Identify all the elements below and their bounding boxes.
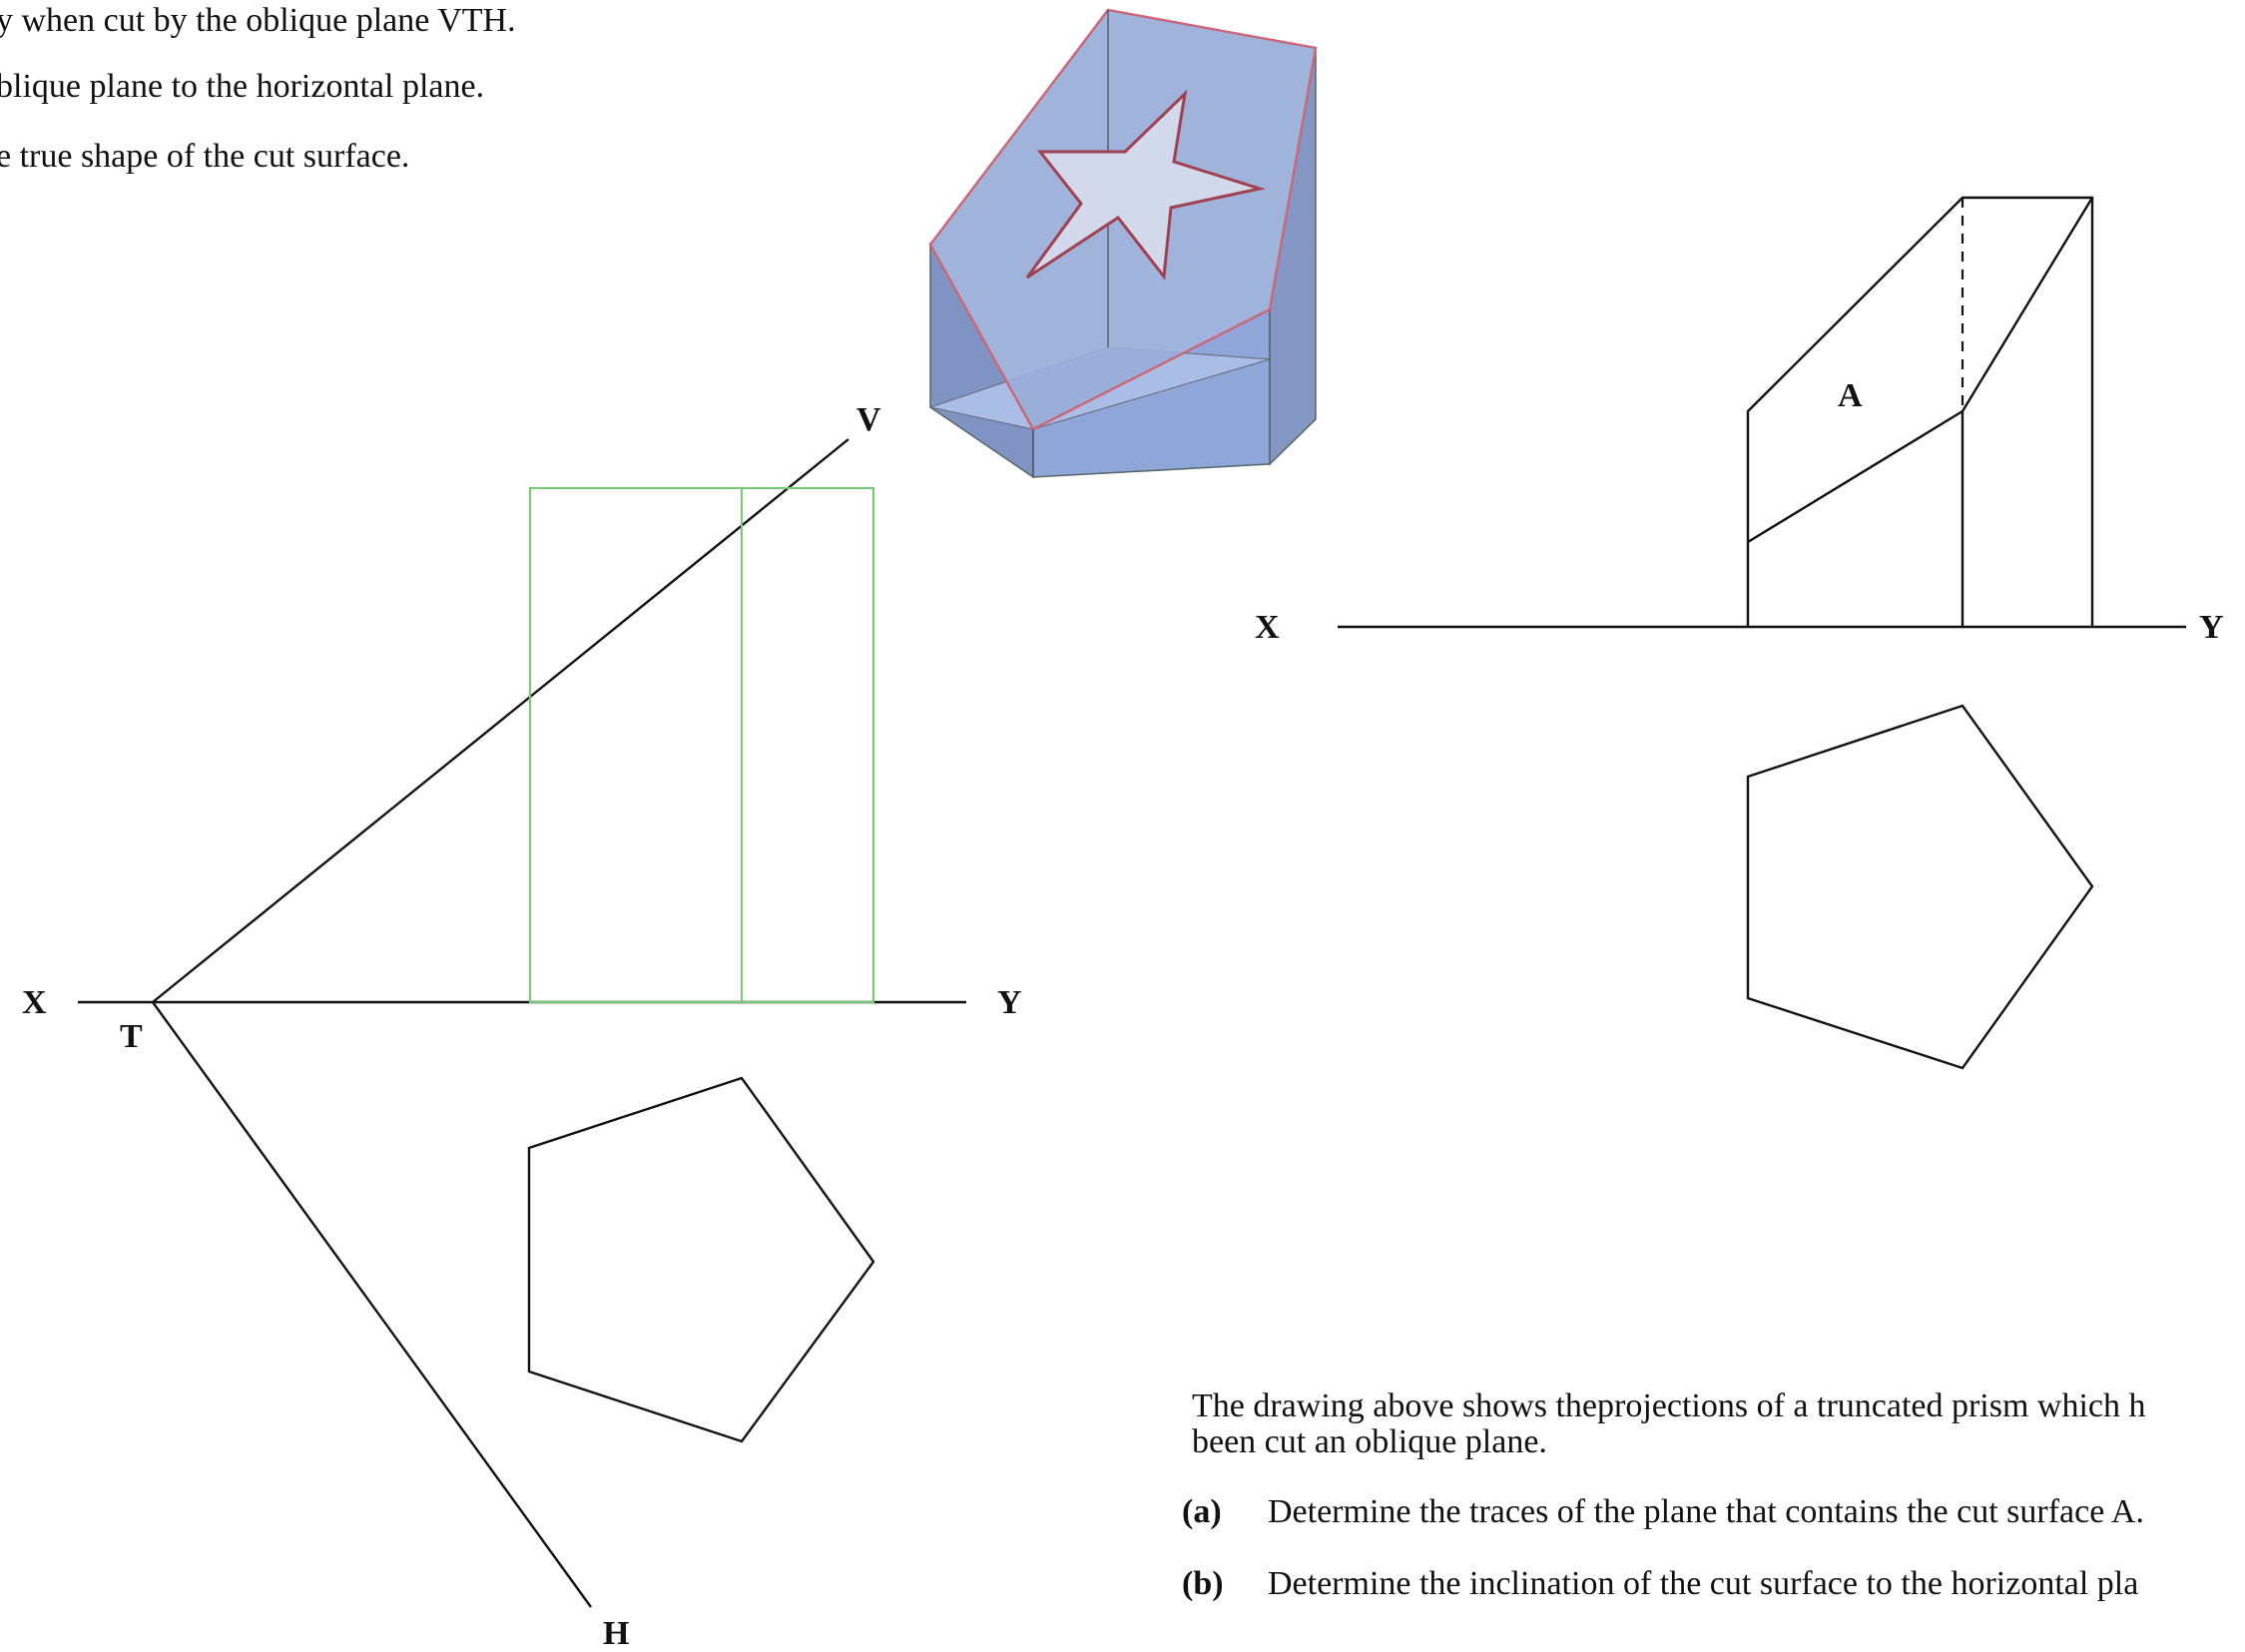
left-label-h: H [603,1615,630,1652]
left-label-t: T [120,1018,143,1055]
cut-line-upper [1961,197,2094,412]
left-label-y: Y [997,984,1022,1021]
left-plan-pentagon [527,1076,875,1443]
star-cutout [1025,89,1266,280]
right-drawing [1338,196,2186,1070]
elevation-outline [528,486,875,1004]
right-label-y: Y [2199,609,2224,646]
cut-line-lower [1747,409,1964,544]
vertical-trace-vt [152,438,849,1003]
instruction-line-3: e true shape of the cut surface. [0,138,410,175]
left-label-v: V [856,401,881,438]
question-marker-b: (b) [1182,1565,1224,1602]
instruction-line-1: y when cut by the oblique plane VTH. [0,2,516,39]
question-marker-a: (a) [1182,1493,1222,1530]
left-label-x: X [22,984,47,1021]
question-text-a: Determine the traces of the plane that c… [1268,1493,2144,1530]
instruction-line-2: blique plane to the horizontal plane. [0,68,485,105]
left-drawing [78,438,966,1608]
question-intro-line-2: been cut an oblique plane. [1192,1423,1547,1460]
question-text-b: Determine the inclination of the cut sur… [1268,1565,2139,1602]
right-label-x: X [1255,609,1280,646]
question-intro-line-1: The drawing above shows theprojections o… [1192,1387,2146,1424]
cut-surface-label-a: A [1838,377,1863,414]
horizontal-trace-th [152,1001,592,1608]
right-plan-pentagon [1746,704,2094,1070]
right-elevation-outline [1746,196,2094,627]
prism-pictorial [928,8,1318,479]
